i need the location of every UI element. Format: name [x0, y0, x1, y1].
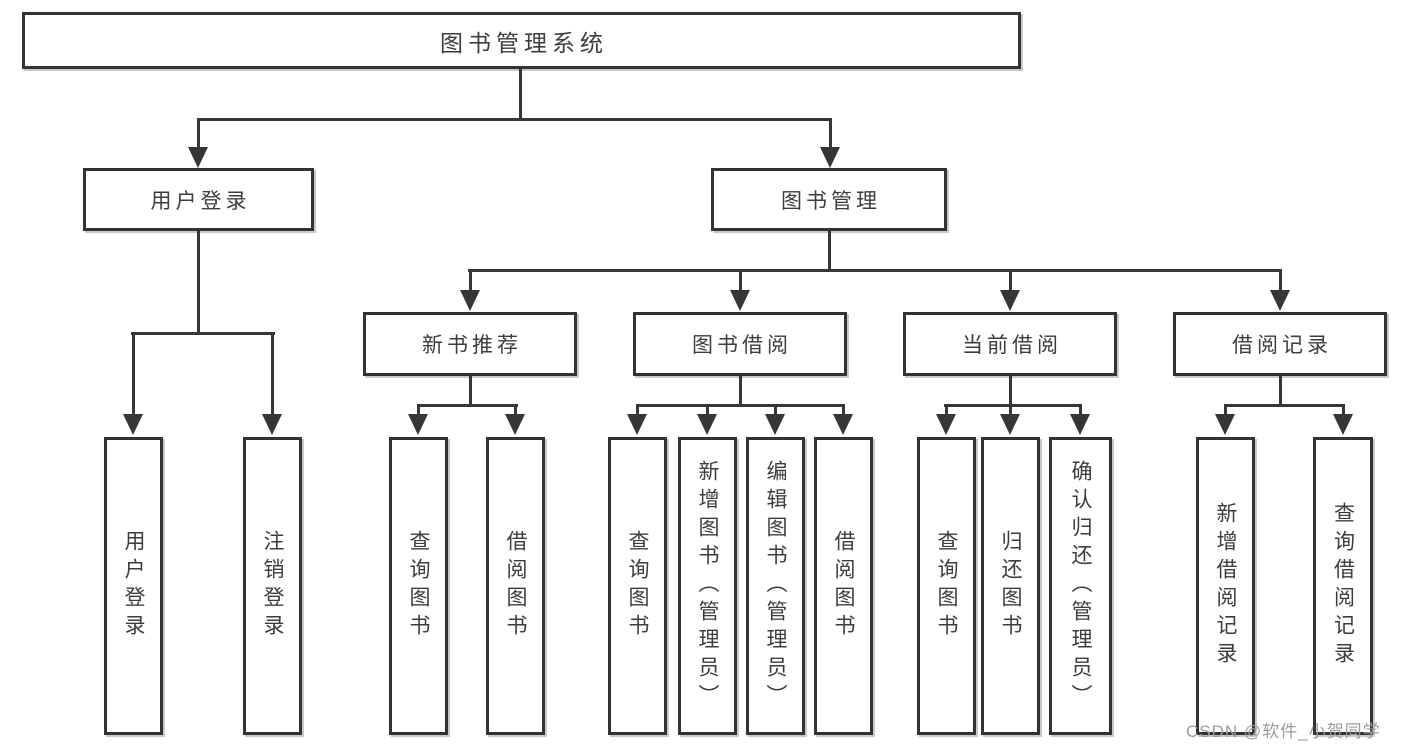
leaf-label: 查询借阅记录 — [1331, 502, 1355, 670]
leaf-label: 查询图书 — [626, 530, 649, 642]
leaf-recommend-query-books: 查询图书 — [389, 437, 448, 735]
node-label: 用户登录 — [150, 189, 251, 213]
connector-line — [132, 334, 135, 415]
node-current-borrowing: 当前借阅 — [903, 312, 1117, 376]
node-user-login: 用户登录 — [83, 168, 314, 231]
csdn-watermark: CSDN @软件_小贺同学 — [1186, 722, 1381, 741]
leaf-label: 编辑图书（管理员） — [764, 460, 787, 712]
leaf-label: 新增图书（管理员） — [696, 460, 719, 712]
leaf-label: 查询图书 — [407, 530, 430, 642]
arrow-down-icon — [765, 414, 785, 435]
leaf-label: 新增借阅记录 — [1214, 502, 1237, 670]
leaf-borrow-books: 借阅图书 — [814, 437, 873, 735]
leaf-add-borrow-record: 新增借阅记录 — [1196, 437, 1255, 735]
leaf-label: 查询图书 — [935, 530, 958, 642]
connector-line — [829, 120, 832, 149]
connector-line — [636, 406, 639, 415]
connector-line — [774, 406, 777, 415]
connector-line — [271, 334, 274, 415]
connector-line — [417, 406, 420, 415]
connector-line — [1342, 406, 1345, 415]
connector-line — [739, 271, 742, 292]
arrow-down-icon — [188, 147, 208, 168]
node-label: 借阅记录 — [1232, 334, 1332, 357]
connector-line — [1079, 406, 1082, 415]
node-label: 新书推荐 — [422, 334, 522, 357]
node-label: 当前借阅 — [962, 334, 1062, 357]
arrow-down-icon — [936, 414, 956, 435]
arrow-down-icon — [1070, 414, 1090, 435]
arrow-down-icon — [1270, 290, 1290, 311]
arrow-down-icon — [123, 414, 143, 435]
connector-line — [197, 231, 200, 335]
connector-line — [944, 404, 1082, 407]
arrow-down-icon — [833, 414, 853, 435]
leaf-query-borrow-record: 查询借阅记录 — [1313, 437, 1373, 735]
connector-line — [945, 406, 948, 415]
leaf-recommend-borrow-books: 借阅图书 — [486, 437, 545, 735]
leaf-add-books-admin: 新增图书（管理员） — [678, 437, 737, 735]
arrow-down-icon — [460, 290, 480, 311]
leaf-label: 归还图书 — [999, 530, 1022, 642]
connector-line — [519, 68, 522, 121]
connector-line — [469, 271, 472, 292]
leaf-user-login: 用户登录 — [104, 437, 163, 735]
leaf-confirm-return-admin: 确认归还（管理员） — [1049, 437, 1112, 735]
connector-line — [1009, 406, 1012, 415]
leaf-borrowing-query-books: 查询图书 — [608, 437, 667, 735]
connector-line — [706, 406, 709, 415]
leaf-label: 用户登录 — [122, 530, 145, 642]
arrow-down-icon — [262, 414, 282, 435]
connector-line — [1279, 271, 1282, 292]
connector-line — [197, 120, 200, 149]
leaf-current-query-books: 查询图书 — [917, 437, 976, 735]
leaf-return-books: 归还图书 — [981, 437, 1040, 735]
arrow-down-icon — [627, 414, 647, 435]
node-borrowing-records: 借阅记录 — [1173, 312, 1387, 376]
connector-line — [1009, 271, 1012, 292]
connector-line — [197, 118, 832, 121]
connector-line — [828, 231, 831, 272]
connector-line — [1224, 404, 1345, 407]
connector-line — [842, 406, 845, 415]
arrow-down-icon — [730, 290, 750, 311]
arrow-down-icon — [820, 147, 840, 168]
arrow-down-icon — [1000, 414, 1020, 435]
leaf-edit-books-admin: 编辑图书（管理员） — [746, 437, 805, 735]
node-label: 图书管理系统 — [440, 29, 608, 56]
connector-line — [131, 332, 275, 335]
node-library-management-system: 图书管理系统 — [22, 12, 1021, 69]
node-book-borrowing: 图书借阅 — [633, 312, 847, 376]
arrow-down-icon — [505, 414, 525, 435]
connector-line — [636, 404, 845, 407]
node-label: 图书借阅 — [692, 334, 792, 357]
connector-line — [469, 376, 472, 407]
arrow-down-icon — [1000, 290, 1020, 311]
connector-line — [417, 404, 518, 407]
arrow-down-icon — [1333, 414, 1353, 435]
connector-line — [1224, 406, 1227, 415]
node-book-management: 图书管理 — [711, 168, 947, 231]
connector-line — [1009, 376, 1012, 407]
arrow-down-icon — [1215, 414, 1235, 435]
connector-line — [739, 376, 742, 407]
arrow-down-icon — [697, 414, 717, 435]
leaf-logout: 注销登录 — [243, 437, 302, 735]
connector-line — [514, 406, 517, 415]
node-new-book-recommendation: 新书推荐 — [363, 312, 577, 376]
leaf-label: 注销登录 — [261, 530, 284, 642]
leaf-label: 借阅图书 — [832, 530, 855, 642]
leaf-label: 确认归还（管理员） — [1069, 460, 1092, 712]
arrow-down-icon — [408, 414, 428, 435]
connector-line — [1279, 376, 1282, 407]
node-label: 图书管理 — [781, 189, 881, 213]
leaf-label: 借阅图书 — [504, 530, 527, 642]
connector-line — [468, 269, 1282, 272]
